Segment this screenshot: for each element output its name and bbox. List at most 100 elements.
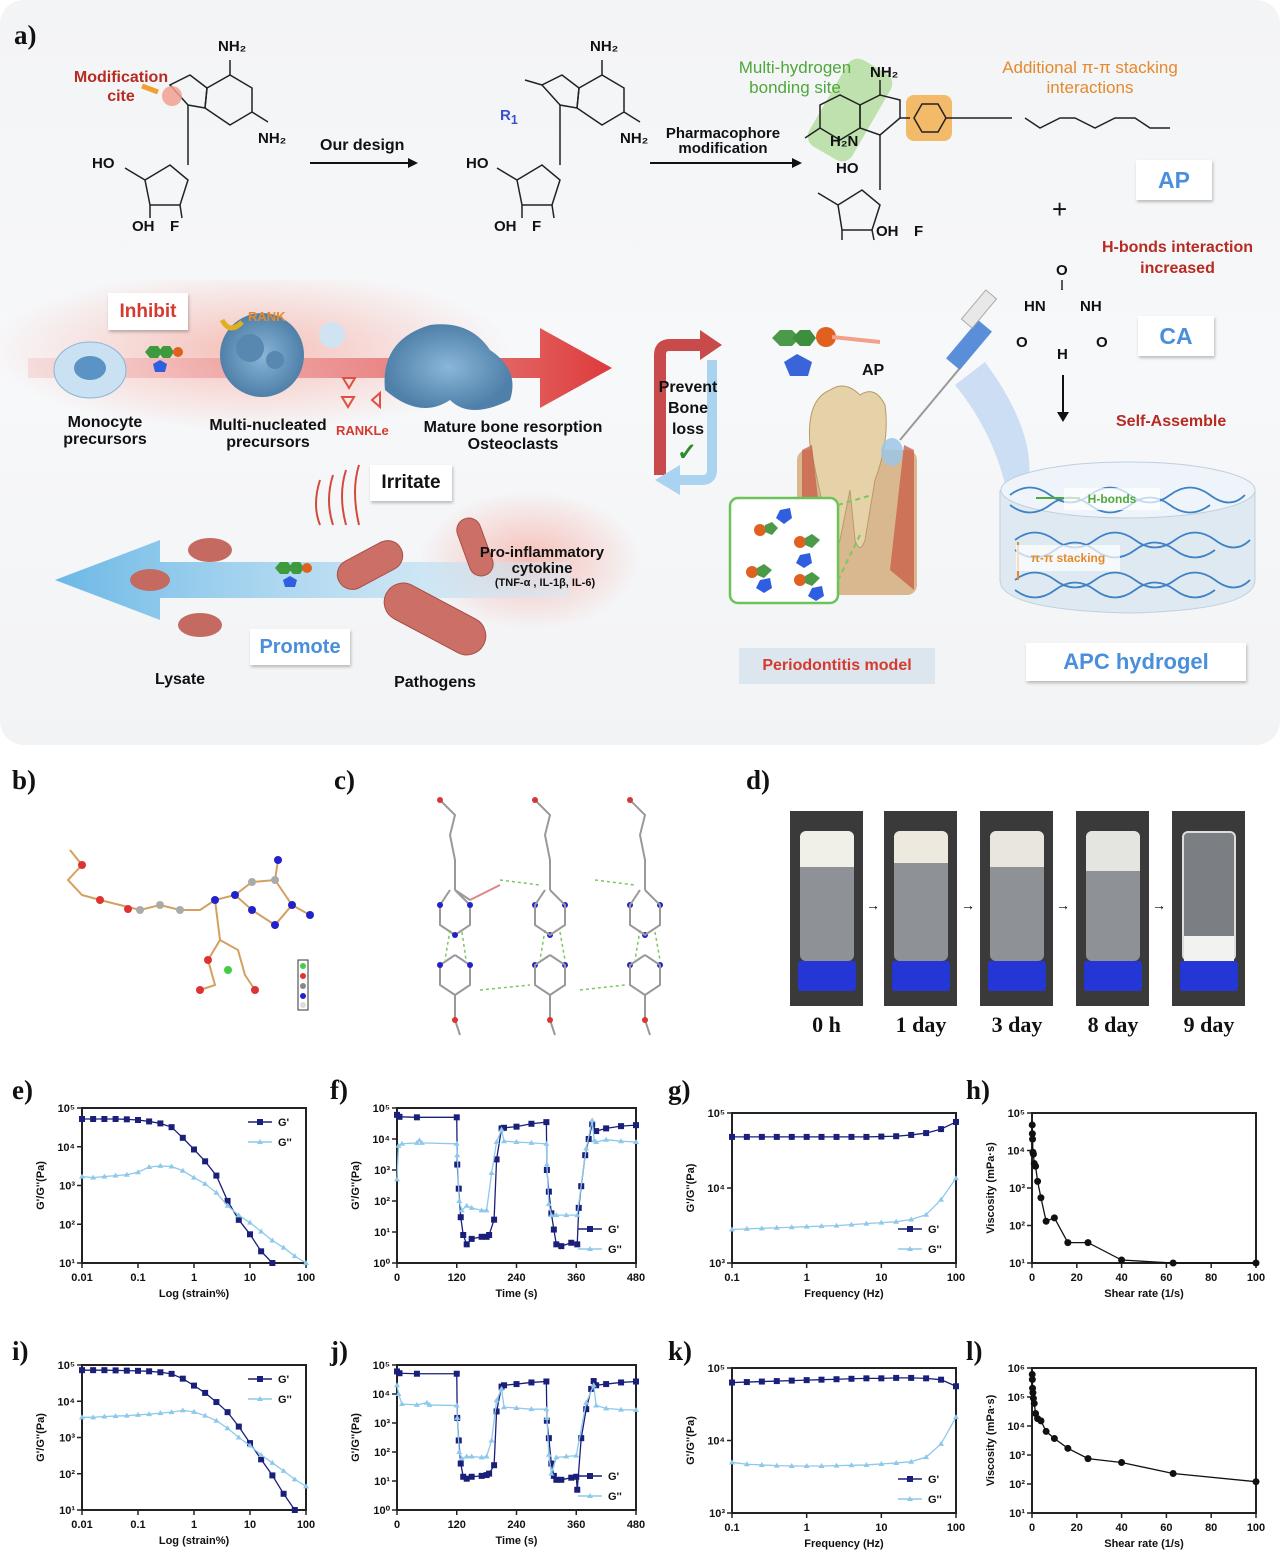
data-point [458, 1455, 465, 1461]
data-point [543, 1406, 550, 1412]
data-point [123, 1412, 130, 1418]
data-point [453, 1140, 460, 1146]
atom-color-legend [297, 959, 309, 1011]
data-point [90, 1116, 97, 1123]
injection-beam [955, 362, 1030, 510]
data-point [788, 1133, 795, 1140]
series-line-Viscosity [1031, 1374, 1257, 1483]
plus-sign: + [1052, 194, 1068, 224]
data-point [478, 1472, 485, 1479]
legend-label: G'' [278, 1137, 292, 1149]
data-point [953, 1175, 959, 1181]
data-point [788, 1224, 795, 1230]
panel-label-f: f) [330, 1075, 348, 1105]
data-point [818, 1376, 825, 1383]
x-tick-label: 360 [567, 1519, 585, 1531]
panel-label-k: k) [668, 1336, 693, 1366]
data-point [803, 1377, 810, 1384]
data-point [558, 1476, 565, 1483]
data-point [593, 1139, 600, 1145]
x-tick-label: 120 [448, 1519, 466, 1531]
panel-label-j: j) [330, 1336, 348, 1366]
data-point [603, 1136, 610, 1142]
y-axis-label: G'/G''(Pa) [685, 1416, 697, 1465]
data-point [583, 1399, 590, 1405]
data-point [545, 1435, 552, 1442]
data-point [1064, 1239, 1072, 1247]
data-point [303, 1483, 309, 1489]
data-point [456, 1449, 463, 1454]
legend-marker [587, 1246, 593, 1251]
data-point [468, 1453, 475, 1459]
data-point [773, 1224, 780, 1230]
y-tick-label: 10⁴ [372, 1389, 390, 1401]
data-point [848, 1133, 855, 1140]
data-point [818, 1223, 825, 1229]
data-point [1118, 1459, 1126, 1467]
ap-label-box: AP [1136, 160, 1212, 200]
data-point [168, 1163, 175, 1169]
data-point [90, 1414, 97, 1420]
x-axis-label: Time (s) [496, 1288, 538, 1300]
x-tick-label: 60 [1160, 1272, 1172, 1284]
data-point [79, 1116, 85, 1123]
data-point [788, 1377, 795, 1384]
data-point [247, 1442, 253, 1448]
x-axis-label: Log (strain%) [159, 1535, 230, 1547]
data-point [528, 1139, 535, 1145]
y-tick-label: 10¹ [59, 1505, 75, 1517]
ca-label-box: CA [1138, 316, 1214, 356]
data-point [468, 1473, 475, 1480]
data-point [486, 1470, 493, 1477]
data-point [179, 1375, 186, 1382]
data-point [457, 1214, 464, 1221]
data-point [729, 1133, 735, 1140]
x-tick-label: 480 [627, 1272, 645, 1284]
data-point [90, 1367, 97, 1374]
atom-label: F [532, 218, 542, 235]
data-point [938, 1376, 945, 1383]
data-point [583, 1406, 590, 1413]
y-tick-label: 10¹ [1009, 1508, 1025, 1520]
x-axis-label: Shear rate (1/s) [1104, 1288, 1184, 1300]
x-tick-label: 1 [804, 1272, 810, 1284]
legend-label: G' [928, 1474, 940, 1486]
data-point [863, 1461, 870, 1467]
data-point [893, 1218, 900, 1224]
y-tick-label: 10¹ [374, 1476, 390, 1488]
data-point [545, 1201, 552, 1207]
data-point [818, 1462, 825, 1468]
data-point [1029, 1150, 1037, 1158]
data-point [146, 1164, 153, 1170]
data-point [1028, 1376, 1036, 1384]
h-bonding-site-highlight [807, 58, 893, 162]
vial-label: 3 day [991, 1012, 1043, 1037]
modification-site-label: Modification cite [73, 69, 169, 106]
y-tick-label: 10² [374, 1447, 390, 1459]
x-tick-label: 20 [1071, 1272, 1083, 1284]
data-point [491, 1216, 498, 1223]
data-point [90, 1174, 97, 1180]
series-line-Gp [82, 1118, 273, 1264]
data-point [458, 1207, 465, 1213]
data-point [1028, 1370, 1036, 1378]
data-point [235, 1423, 242, 1430]
data-point [157, 1410, 164, 1416]
pharmacophore-label: Pharmacophore modification [665, 125, 781, 157]
y-axis-label: Viscosity (mPa·s) [985, 1142, 997, 1234]
data-point [633, 1122, 639, 1129]
plot-frame [731, 1112, 957, 1264]
data-point [179, 1407, 186, 1413]
x-tick-label: 0 [394, 1272, 400, 1284]
data-point [468, 1235, 475, 1242]
y-tick-label: 10⁵ [58, 1360, 75, 1372]
x-tick-label: 100 [1247, 1522, 1265, 1534]
x-tick-label: 0.1 [724, 1522, 739, 1534]
vial-label: 0 h [812, 1012, 841, 1037]
data-point [213, 1189, 220, 1195]
y-tick-label: 10² [1009, 1221, 1025, 1233]
y-tick-label: 10⁴ [1007, 1146, 1025, 1158]
data-point [618, 1379, 625, 1386]
data-point [112, 1367, 119, 1374]
data-point [456, 1198, 463, 1203]
